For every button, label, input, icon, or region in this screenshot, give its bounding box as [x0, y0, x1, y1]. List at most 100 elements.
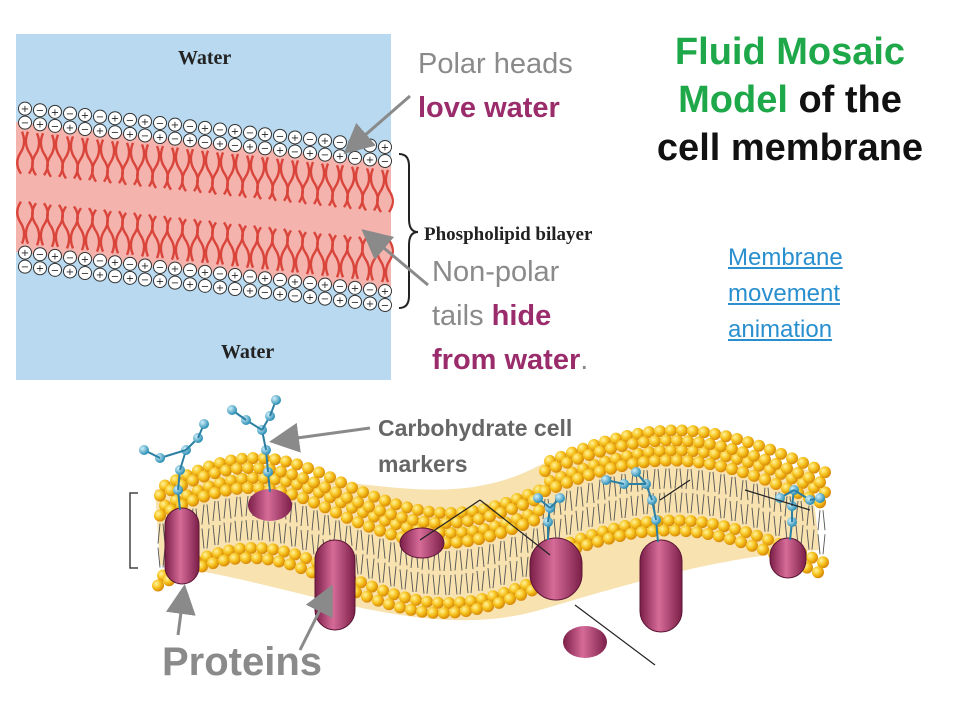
svg-text:−: − — [66, 253, 74, 264]
svg-text:+: + — [96, 270, 104, 281]
carbohydrate-markers-label: Carbohydrate cell markers — [378, 415, 573, 477]
svg-text:+: + — [381, 287, 389, 298]
arrow-polar-heads — [343, 94, 411, 154]
svg-text:−: − — [336, 282, 344, 293]
svg-text:+: + — [171, 120, 179, 131]
svg-text:−: − — [126, 115, 134, 126]
svg-text:+: + — [231, 127, 239, 138]
svg-text:+: + — [156, 277, 164, 288]
svg-text:−: − — [171, 278, 179, 289]
svg-text:−: − — [231, 285, 239, 296]
svg-text:−: − — [171, 134, 179, 145]
arrow-nonpolar-tails — [361, 229, 429, 287]
arrow-carbohydrate — [269, 422, 371, 453]
svg-text:+: + — [36, 120, 44, 131]
svg-text:−: − — [276, 275, 284, 286]
polar-heads: +−+−−+−++−+−−+−++−+−−+−++−+−−+−++−+−−+−+… — [18, 101, 392, 313]
svg-text:−: − — [321, 294, 329, 305]
svg-text:−: − — [216, 269, 224, 280]
svg-text:−: − — [186, 266, 194, 277]
svg-text:+: + — [321, 280, 329, 291]
svg-text:−: − — [21, 262, 29, 273]
svg-text:−: − — [261, 144, 269, 155]
svg-text:−: − — [81, 269, 89, 280]
outer-lipid-heads — [154, 424, 831, 549]
svg-text:−: − — [321, 150, 329, 161]
proteins-label: Proteins — [162, 640, 323, 684]
svg-text:−: − — [381, 157, 389, 168]
svg-text:−: − — [291, 147, 299, 158]
arrow-protein-left — [165, 584, 196, 636]
svg-text:+: + — [336, 296, 344, 307]
title-part-1: Fluid Mosaic — [674, 31, 906, 73]
svg-text:−: − — [36, 106, 44, 117]
phospholipid-bilayer-diagram: +−+−−+−++−+−−+−++−+−−+−++−+−−+−++−+−−+−+… — [16, 34, 593, 380]
svg-text:+: + — [291, 133, 299, 144]
svg-text:+: + — [51, 107, 59, 118]
svg-text:−: − — [351, 153, 359, 164]
svg-text:+: + — [246, 286, 254, 297]
svg-text:−: − — [246, 128, 254, 139]
polar-heads-text: Polar heads — [418, 48, 573, 80]
nonpolar-tails-label: Non-polar tails hide from water. — [432, 250, 652, 382]
svg-text:+: + — [216, 283, 224, 294]
svg-text:+: + — [351, 283, 359, 294]
svg-text:−: − — [201, 281, 209, 292]
svg-text:−: − — [366, 285, 374, 296]
svg-text:−: − — [66, 109, 74, 120]
svg-text:+: + — [66, 267, 74, 278]
svg-text:+: + — [156, 133, 164, 144]
svg-text:−: − — [186, 122, 194, 133]
svg-text:−: − — [156, 119, 164, 130]
svg-text:+: + — [81, 255, 89, 266]
svg-text:+: + — [366, 155, 374, 166]
svg-text:−: − — [126, 259, 134, 270]
svg-text:−: − — [51, 265, 59, 276]
svg-text:−: − — [306, 279, 314, 290]
svg-text:+: + — [216, 139, 224, 150]
svg-text:+: + — [321, 136, 329, 147]
svg-text:+: + — [381, 143, 389, 154]
svg-text:+: + — [51, 251, 59, 262]
leader-lines — [419, 479, 811, 666]
svg-text:+: + — [141, 261, 149, 272]
bilayer-bracket — [398, 153, 419, 309]
svg-text:+: + — [336, 152, 344, 163]
svg-text:+: + — [306, 149, 314, 160]
title-part-2: Model — [678, 79, 788, 121]
from-water-text: from water — [432, 344, 581, 376]
svg-text:+: + — [291, 277, 299, 288]
svg-text:−: − — [36, 250, 44, 261]
membrane-animation-link[interactable]: Membrane movement animation — [728, 244, 843, 343]
svg-text:−: − — [111, 128, 119, 139]
svg-text:−: − — [96, 256, 104, 267]
svg-text:+: + — [96, 126, 104, 137]
svg-text:+: + — [231, 271, 239, 282]
svg-text:+: + — [261, 130, 269, 141]
svg-text:+: + — [81, 111, 89, 122]
svg-text:−: − — [351, 297, 359, 308]
svg-text:+: + — [276, 289, 284, 300]
svg-text:−: − — [336, 138, 344, 149]
nonpolar-text: Non-polar — [432, 256, 560, 288]
svg-text:+: + — [306, 293, 314, 304]
svg-text:+: + — [111, 258, 119, 269]
svg-text:−: − — [81, 125, 89, 136]
svg-text:−: − — [231, 141, 239, 152]
svg-text:−: − — [51, 121, 59, 132]
period-text: . — [580, 344, 589, 376]
page-title: Fluid Mosaic Model of the cell membrane — [630, 28, 950, 172]
svg-text:−: − — [201, 137, 209, 148]
svg-text:−: − — [141, 275, 149, 286]
cell-membrane-diagram — [129, 395, 831, 666]
title-part-4: cell membrane — [656, 127, 924, 169]
svg-text:−: − — [246, 272, 254, 283]
svg-text:+: + — [186, 136, 194, 147]
membrane-proteins — [164, 489, 807, 658]
svg-text:+: + — [201, 123, 209, 134]
svg-text:+: + — [201, 267, 209, 278]
water-top-label: Water — [178, 47, 231, 69]
arrow-protein-right — [298, 584, 333, 651]
polar-heads-label: Polar heads love water — [418, 42, 573, 130]
